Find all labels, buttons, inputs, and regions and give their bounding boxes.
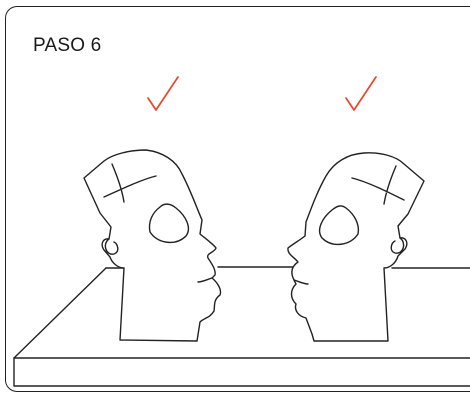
right-head-hairline [383,165,397,205]
left-check-icon [147,76,179,111]
right-head-hairline [351,177,405,201]
left-head-cutout [83,149,222,342]
left-head-hairline [103,175,157,198]
right-head-outline [287,152,425,342]
right-head-ear [390,237,405,254]
right-head-eye [318,205,360,245]
right-head-mouth [293,279,309,285]
panel-frame [5,6,470,392]
table-left-edge [13,267,107,359]
right-check-icon [345,76,377,111]
left-head-outline [83,149,222,342]
table-front-face [13,357,470,387]
left-head-hairline [111,163,125,203]
left-head-mouth [197,277,213,283]
left-head-ear [104,238,119,255]
left-head-eye [148,203,190,243]
table [13,266,470,387]
step-title: PASO 6 [33,35,102,56]
right-head-cutout [287,152,425,342]
